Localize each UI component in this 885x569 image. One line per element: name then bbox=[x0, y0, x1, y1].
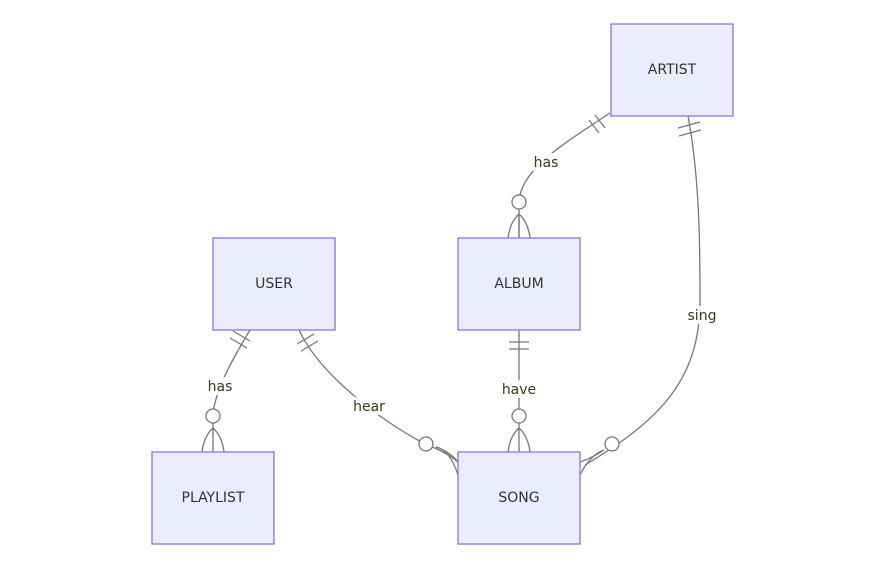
svg-text:has: has bbox=[208, 379, 233, 395]
entity-song[interactable]: SONG bbox=[457, 451, 581, 545]
cardinality-markers bbox=[201, 114, 702, 476]
entity-playlist[interactable]: PLAYLIST bbox=[151, 451, 275, 545]
svg-text:have: have bbox=[502, 382, 536, 398]
relationship-labels: has sing have has hear bbox=[206, 153, 719, 415]
entity-album[interactable]: ALBUM bbox=[457, 237, 581, 331]
entity-user[interactable]: USER bbox=[212, 237, 336, 331]
entity-artist[interactable]: ARTIST bbox=[610, 23, 734, 117]
entity-album-label: ALBUM bbox=[494, 276, 543, 292]
entity-song-label: SONG bbox=[498, 490, 539, 506]
label-artist-song: sing bbox=[687, 306, 719, 324]
entity-user-label: USER bbox=[255, 276, 293, 292]
edge-user-song bbox=[298, 329, 459, 463]
svg-text:sing: sing bbox=[688, 308, 717, 324]
label-artist-album: has bbox=[532, 153, 560, 171]
label-user-song: hear bbox=[351, 397, 387, 415]
svg-text:hear: hear bbox=[353, 399, 385, 415]
label-album-song: have bbox=[501, 380, 537, 398]
edge-artist-song bbox=[584, 115, 701, 466]
label-user-playlist: has bbox=[206, 377, 234, 395]
entity-artist-label: ARTIST bbox=[648, 62, 697, 78]
edge-artist-album bbox=[518, 112, 611, 238]
svg-text:has: has bbox=[534, 155, 559, 171]
entity-playlist-label: PLAYLIST bbox=[182, 490, 245, 506]
